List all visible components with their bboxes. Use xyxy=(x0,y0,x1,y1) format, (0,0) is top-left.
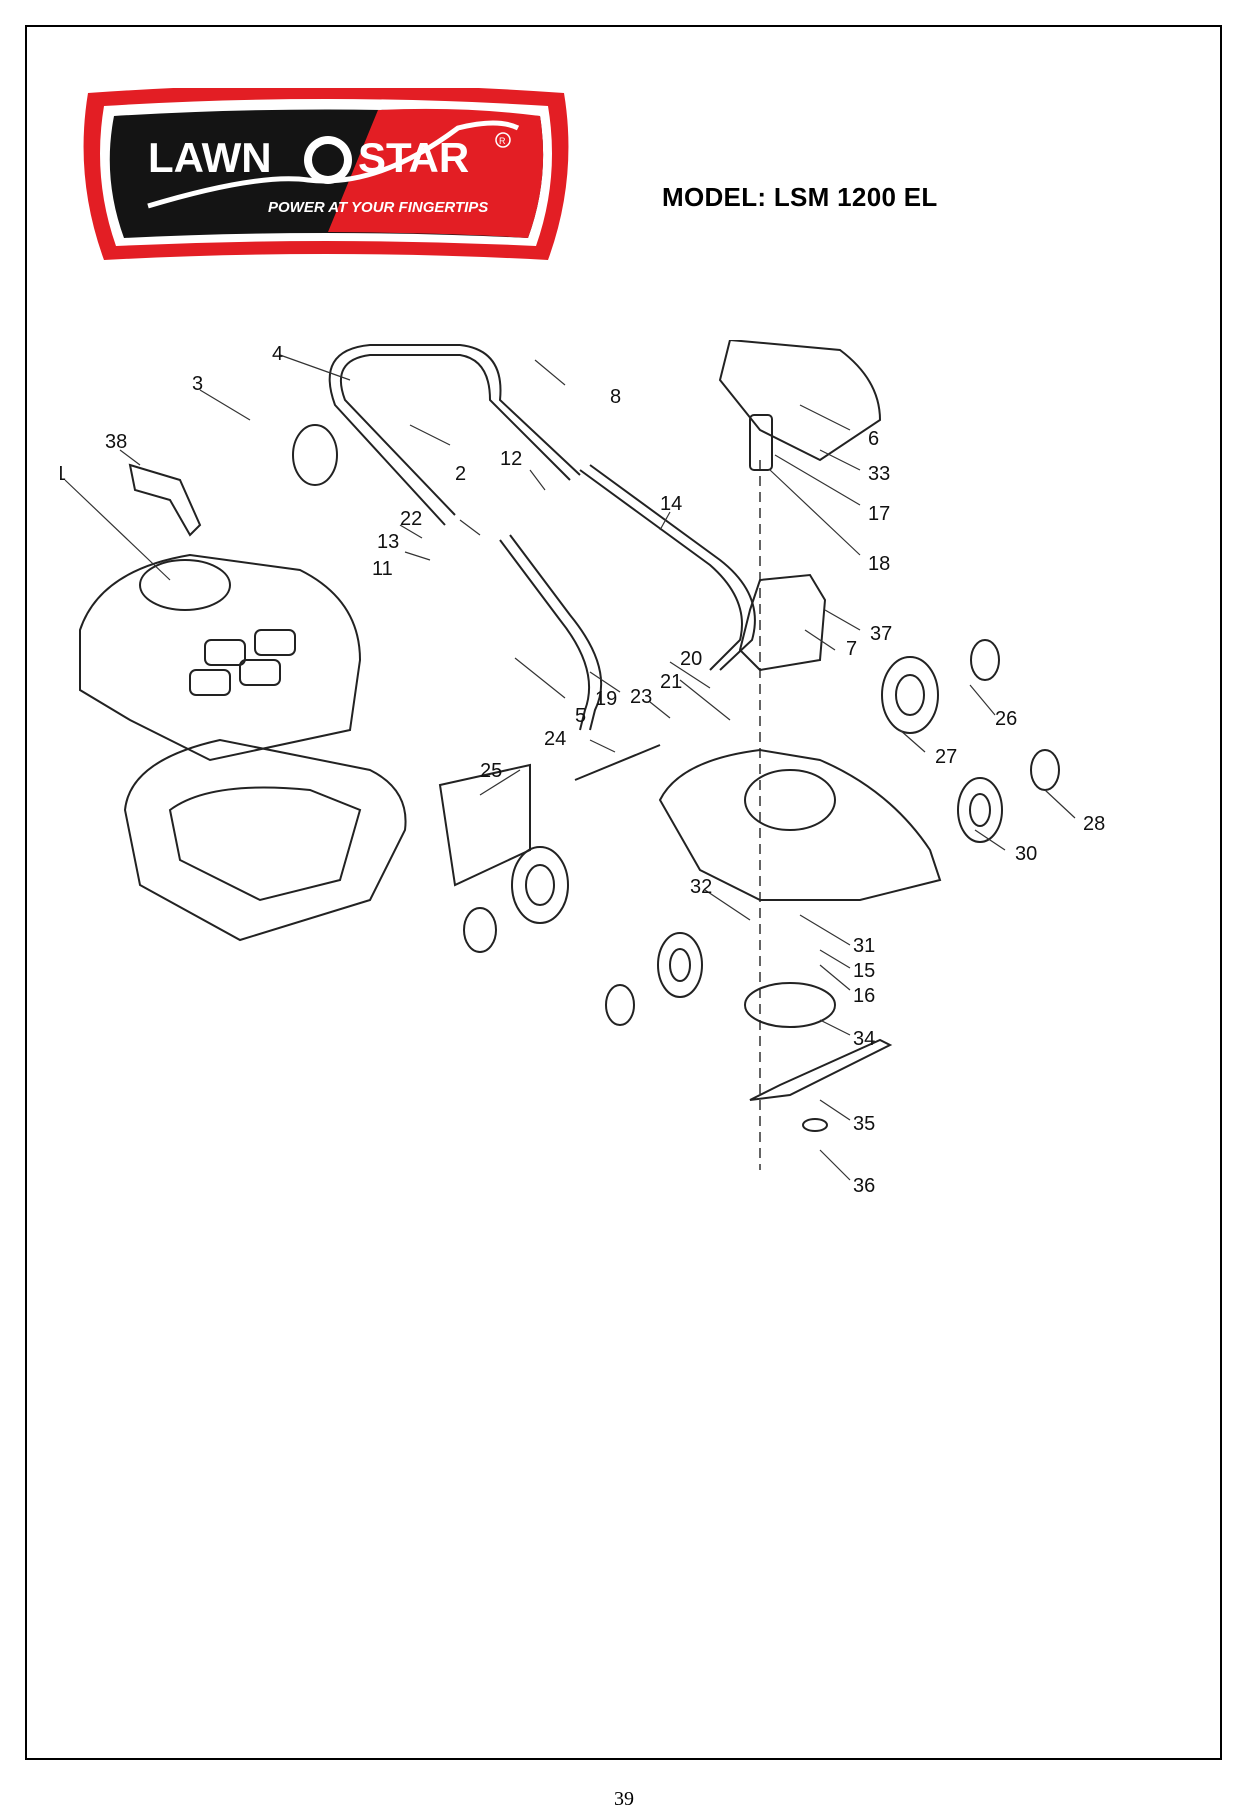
motor xyxy=(738,573,827,672)
grass-box-lid xyxy=(79,553,362,762)
callout-38: 38 xyxy=(105,431,127,453)
callout-12: 12 xyxy=(500,448,522,470)
exploded-parts-diagram: 4 3 38 1 2 12 8 6 33 17 18 37 7 14 22 13… xyxy=(60,340,1105,1197)
callout-3: 3 xyxy=(192,373,203,395)
page-border xyxy=(25,25,1222,1760)
callout-2: 2 xyxy=(455,463,466,485)
callout-16: 16 xyxy=(853,985,875,1007)
callout-11: 11 xyxy=(372,558,393,580)
callout-32: 32 xyxy=(690,876,712,898)
axle xyxy=(574,744,661,781)
callout-35: 35 xyxy=(853,1113,875,1135)
wheel-rear-left xyxy=(511,846,569,924)
callout-8: 8 xyxy=(610,386,621,408)
callout-28: 28 xyxy=(1083,813,1105,835)
hubcap-right-rear xyxy=(970,639,1000,681)
fan xyxy=(744,982,836,1028)
hubcap-left-front xyxy=(605,984,635,1026)
callout-33: 33 xyxy=(868,463,890,485)
callout-6: 6 xyxy=(868,428,879,450)
model-title: MODEL: LSM 1200 EL xyxy=(662,182,938,212)
wheel-front-right xyxy=(957,777,1003,843)
capacitor xyxy=(749,414,773,471)
page-number: 39 xyxy=(614,1788,634,1810)
upper-handle xyxy=(340,354,571,516)
callout-36: 36 xyxy=(853,1175,875,1197)
callout-14: 14 xyxy=(660,493,682,515)
callout-24: 24 xyxy=(544,728,566,750)
switch-box xyxy=(292,424,338,486)
callout-17: 17 xyxy=(868,503,890,525)
callout-7: 7 xyxy=(846,638,857,660)
logo-tagline: POWER AT YOUR FINGERTIPS xyxy=(268,199,488,216)
callout-15: 15 xyxy=(853,960,875,982)
callout-22: 22 xyxy=(400,508,422,530)
callout-37: 37 xyxy=(870,623,892,645)
wheel-front-left xyxy=(657,932,703,998)
handle-clip xyxy=(128,463,202,537)
callout-5: 5 xyxy=(575,705,586,727)
callout-23: 23 xyxy=(630,686,652,708)
logo-brand-left: LAWN xyxy=(148,134,272,181)
callout-27: 27 xyxy=(935,746,957,768)
lawnstar-logo: LAWN STAR R POWER AT YOUR FINGERTIPS xyxy=(83,88,569,260)
blade xyxy=(749,1038,893,1101)
callout-30: 30 xyxy=(1015,843,1037,865)
callout-4: 4 xyxy=(272,343,283,365)
callout-25: 25 xyxy=(480,760,502,782)
callout-26: 26 xyxy=(995,708,1017,730)
callout-19: 19 xyxy=(595,688,617,710)
blade-bolt xyxy=(802,1118,828,1132)
logo-registered-mark: R xyxy=(499,136,506,146)
wheel-rear-right xyxy=(881,656,939,734)
callout-13: 13 xyxy=(377,531,399,553)
grass-box-basket xyxy=(123,738,407,942)
callout-34: 34 xyxy=(853,1028,875,1050)
motor-cover xyxy=(718,340,882,462)
callout-1: 1 xyxy=(60,463,66,485)
callout-20: 20 xyxy=(680,648,702,670)
callout-21: 21 xyxy=(660,671,682,693)
callout-18: 18 xyxy=(868,553,890,575)
discharge-flap xyxy=(438,763,531,887)
hubcap-left-rear xyxy=(463,907,497,953)
logo-brand-right: STAR xyxy=(358,134,469,181)
hubcap-right-front xyxy=(1030,749,1060,791)
callout-31: 31 xyxy=(853,935,875,957)
mower-deck xyxy=(658,748,942,901)
